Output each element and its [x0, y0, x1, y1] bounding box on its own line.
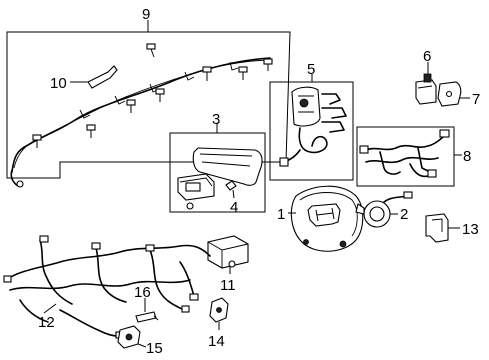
driver-airbag-1 — [288, 185, 364, 252]
callout-15: 15 — [146, 340, 163, 357]
hook-bracket-10 — [87, 65, 118, 89]
bracket-13 — [425, 213, 460, 243]
sensor-15 — [117, 325, 147, 349]
sensor-cover-7 — [437, 81, 470, 107]
bolts — [32, 43, 273, 148]
bracket-16 — [135, 298, 159, 323]
callout-10: 10 — [50, 75, 67, 92]
callout-8: 8 — [463, 148, 471, 165]
clip-4 — [225, 180, 237, 191]
sensor-6 — [415, 62, 437, 105]
callout-9: 9 — [142, 6, 150, 23]
knee-airbag-group-5 — [269, 74, 354, 181]
callout-11: 11 — [220, 277, 236, 294]
sensor-14 — [209, 297, 229, 330]
floor-harness-12 — [3, 235, 211, 339]
clock-spring-2 — [355, 191, 413, 228]
srs-unit-11 — [207, 235, 249, 274]
group-8-frame — [356, 126, 455, 187]
callout-1: 1 — [277, 206, 285, 223]
passenger-airbag-group-3 — [169, 123, 266, 213]
callout-12: 12 — [38, 314, 55, 331]
callout-3: 3 — [212, 111, 220, 128]
callout-6: 6 — [423, 48, 431, 65]
callout-7: 7 — [472, 91, 480, 108]
callout-2: 2 — [400, 206, 408, 223]
callout-14: 14 — [208, 333, 225, 350]
group-3-frame — [169, 132, 266, 213]
group-5-frame — [269, 81, 354, 181]
curtain-airbag-group-9 — [6, 20, 291, 188]
callout-labels: 1 2 3 4 5 6 7 8 9 10 11 12 13 14 15 16 — [38, 6, 480, 357]
callout-13: 13 — [462, 221, 479, 238]
callout-16: 16 — [134, 284, 151, 301]
callout-4: 4 — [230, 199, 238, 216]
callout-5: 5 — [307, 61, 315, 78]
group-9-frame — [6, 31, 291, 179]
harness-group-8 — [356, 126, 462, 187]
